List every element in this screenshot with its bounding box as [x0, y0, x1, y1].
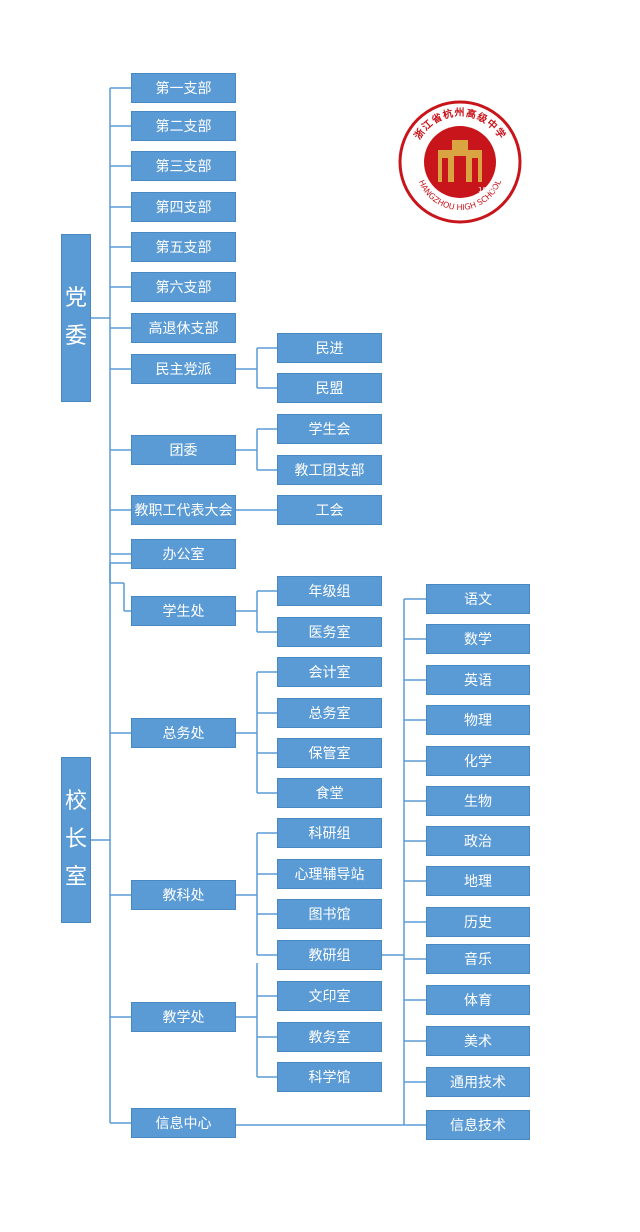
- node-subject: 体育: [426, 985, 530, 1015]
- node-subject: 历史: [426, 907, 530, 937]
- node-branch-retired: 高退休支部: [131, 313, 236, 343]
- node-print-room: 文印室: [277, 981, 382, 1011]
- node-grade-group: 年级组: [277, 576, 382, 606]
- root-party-committee: 党 委: [61, 234, 91, 402]
- node-storage: 保管室: [277, 738, 382, 768]
- node-teaching-office: 教学处: [131, 1002, 236, 1032]
- node-student-affairs: 学生处: [131, 596, 236, 626]
- node-minjin: 民进: [277, 333, 382, 363]
- node-accounting: 会计室: [277, 657, 382, 687]
- node-subject: 化学: [426, 746, 530, 776]
- logo-year: 1899: [478, 186, 496, 194]
- root-party-char: 委: [64, 324, 87, 349]
- node-subject: 音乐: [426, 944, 530, 974]
- node-student-union: 学生会: [277, 414, 382, 444]
- node-branch-5: 第五支部: [131, 232, 236, 262]
- node-democratic-parties: 民主党派: [131, 354, 236, 384]
- node-science-hall: 科学馆: [277, 1062, 382, 1092]
- root-principal-char: 室: [64, 865, 87, 890]
- node-subject: 英语: [426, 665, 530, 695]
- node-youth-league: 团委: [131, 435, 236, 465]
- root-principal-char: 校: [64, 789, 87, 814]
- node-branch-2: 第二支部: [131, 111, 236, 141]
- node-trade-union: 工会: [277, 495, 382, 525]
- node-subject: 通用技术: [426, 1067, 530, 1097]
- node-academic-affairs: 教务室: [277, 1022, 382, 1052]
- node-counseling: 心理辅导站: [277, 859, 382, 889]
- logo-window-icon: [472, 158, 478, 182]
- node-subject: 地理: [426, 866, 530, 896]
- node-subject: 物理: [426, 705, 530, 735]
- root-principal-char: 长: [64, 827, 87, 852]
- node-research-group: 科研组: [277, 818, 382, 848]
- node-subject: 生物: [426, 786, 530, 816]
- node-clinic: 医务室: [277, 617, 382, 647]
- logo-window-icon: [442, 158, 448, 182]
- node-branch-1: 第一支部: [131, 73, 236, 103]
- node-subject: 信息技术: [426, 1110, 530, 1140]
- root-party-char: 党: [64, 286, 87, 311]
- node-general-office: 办公室: [131, 539, 236, 569]
- node-subject: 语文: [426, 584, 530, 614]
- node-teaching-research: 教研组: [277, 940, 382, 970]
- node-subject: 数学: [426, 624, 530, 654]
- school-logo: 浙江省杭州高级中学 HANGZHOU HIGH SCHOOL 1899: [398, 100, 522, 224]
- node-library: 图书馆: [277, 899, 382, 929]
- node-subject: 政治: [426, 826, 530, 856]
- node-canteen: 食堂: [277, 778, 382, 808]
- logo-gate-icon: [454, 156, 466, 182]
- node-minmeng: 民盟: [277, 373, 382, 403]
- node-info-center: 信息中心: [131, 1108, 236, 1138]
- node-general-affairs-room: 总务室: [277, 698, 382, 728]
- node-branch-3: 第三支部: [131, 151, 236, 181]
- node-general-affairs: 总务处: [131, 718, 236, 748]
- node-subject: 美术: [426, 1026, 530, 1056]
- node-staff-league-branch: 教工团支部: [277, 455, 382, 485]
- node-branch-4: 第四支部: [131, 192, 236, 222]
- node-branch-6: 第六支部: [131, 272, 236, 302]
- node-research-office: 教科处: [131, 880, 236, 910]
- root-principal-office: 校 长 室: [61, 757, 91, 923]
- node-staff-congress: 教职工代表大会: [131, 495, 236, 525]
